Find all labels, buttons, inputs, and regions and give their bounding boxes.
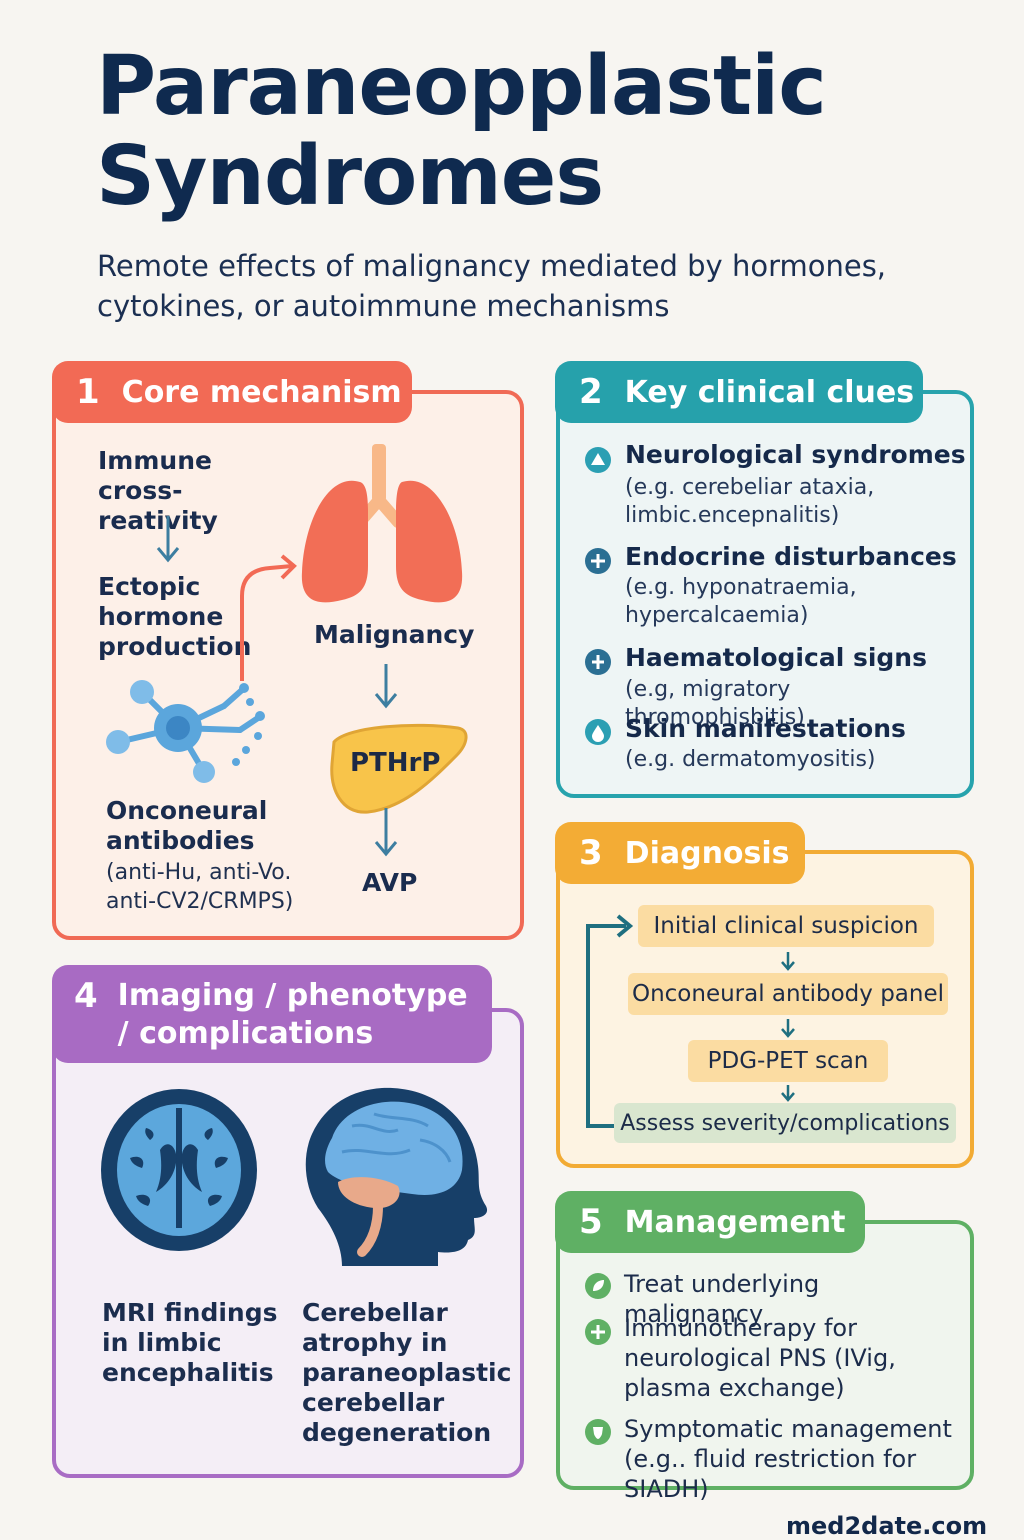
- arrow-down-icon: [156, 516, 180, 563]
- diagnosis-step-4: Assess severity/complications: [614, 1103, 956, 1143]
- avp-label: AVP: [362, 868, 418, 897]
- diagnosis-step-3: PDG-PET scan: [688, 1040, 888, 1082]
- clinical-clues-header: 2 Key clinical clues: [555, 361, 923, 423]
- management-number: 5: [579, 1202, 603, 1242]
- clue-neurological-sub: (e.g. cerebeliar ataxia, limbic.encepnal…: [625, 475, 875, 528]
- plus-icon: [585, 548, 611, 574]
- triangle-icon: [585, 447, 611, 473]
- pthrp-label: PTHrP: [350, 748, 441, 778]
- management-panel: [556, 1220, 974, 1490]
- management-item-2: Immunotherapy for neurological PNS (IVig…: [624, 1314, 896, 1402]
- imaging-number: 4: [74, 976, 98, 1016]
- page-title: Paraneopplastic Syndromes: [96, 39, 827, 224]
- mri-caption: MRI findings in limbic encephalitis: [102, 1298, 278, 1387]
- management-label: Management: [624, 1204, 846, 1240]
- immune-cross-reactivity-label: Immune cross-reativity: [98, 446, 218, 535]
- clue-skin-title: Skin manifestations: [625, 714, 906, 743]
- clue-haematological-title: Haematological signs: [625, 643, 927, 672]
- cerebellar-caption: Cerebellar atrophy in paraneoplastic cer…: [302, 1298, 512, 1447]
- clue-endocrine-title: Endocrine disturbances: [625, 542, 957, 571]
- plus-icon: [585, 1319, 611, 1345]
- management-item-3-title: Symptomatic management (e.g.. fluid rest…: [624, 1414, 964, 1504]
- clue-endocrine-sub: (e.g. hyponatraemia, hypercalcaemia): [625, 575, 857, 628]
- lungs-icon: [301, 444, 463, 603]
- diagnosis-number: 3: [579, 833, 603, 873]
- imaging-label: Imaging / phenotype / complications: [117, 978, 468, 1051]
- management-item-3: Symptomatic management (e.g.. fluid rest…: [624, 1415, 952, 1503]
- ectopic-hormone-label: Ectopic hormone production: [98, 572, 252, 661]
- core-mechanism-panel: [52, 390, 524, 940]
- liver-icon: [330, 723, 468, 814]
- clue-neurological-title: Neurological syndromes: [625, 440, 966, 469]
- onconeural-antibodies-examples: (anti-Hu, anti-Vo. anti-CV2/CRMPS): [106, 860, 294, 914]
- core-mechanism-number: 1: [76, 372, 100, 412]
- clinical-clues-number: 2: [579, 372, 603, 412]
- page-subtitle: Remote effects of malignancy mediated by…: [97, 249, 887, 323]
- leaf-icon: [585, 1273, 611, 1299]
- core-mechanism-header: 1 Core mechanism: [52, 361, 412, 423]
- arrow-down-icon: [781, 1085, 795, 1102]
- core-mechanism-label: Core mechanism: [121, 374, 402, 410]
- loop-arrow-icon: [586, 914, 634, 1128]
- clue-haematological-sub: (e.g, migratory thromophisbitis): [625, 677, 805, 730]
- diagnosis-step-2: Onconeural antibody panel: [628, 973, 948, 1015]
- mri-brain-icon: [101, 1089, 257, 1251]
- droplet-icon: [585, 719, 611, 745]
- arrow-down-icon: [374, 664, 398, 709]
- malignancy-label: Malignancy: [314, 620, 475, 649]
- arrow-down-icon: [374, 808, 398, 857]
- head-profile-icon: [305, 1087, 488, 1266]
- footer-site-name: med2date.com: [786, 1512, 988, 1540]
- onconeural-antibodies-label: Onconeural antibodies: [106, 796, 268, 855]
- diagnosis-label: Diagnosis: [624, 835, 790, 871]
- diagnosis-header: 3 Diagnosis: [555, 822, 805, 884]
- management-header: 5 Management: [555, 1191, 865, 1253]
- imaging-header: 4 Imaging / phenotype / complications: [52, 965, 492, 1063]
- arrow-down-icon: [781, 1019, 795, 1038]
- diagnosis-step-1: Initial clinical suspicion: [638, 905, 934, 947]
- clinical-clues-label: Key clinical clues: [624, 374, 915, 410]
- curved-arrow-icon: [240, 554, 297, 681]
- shield-icon: [585, 1419, 611, 1445]
- arrow-down-icon: [781, 952, 795, 971]
- clue-skin-sub: (e.g. dermatomyositis): [625, 747, 876, 772]
- blood-cross-icon: [585, 649, 611, 675]
- neuron-icon: [106, 680, 265, 783]
- management-item-1: Treat underlying malignancy: [624, 1270, 820, 1328]
